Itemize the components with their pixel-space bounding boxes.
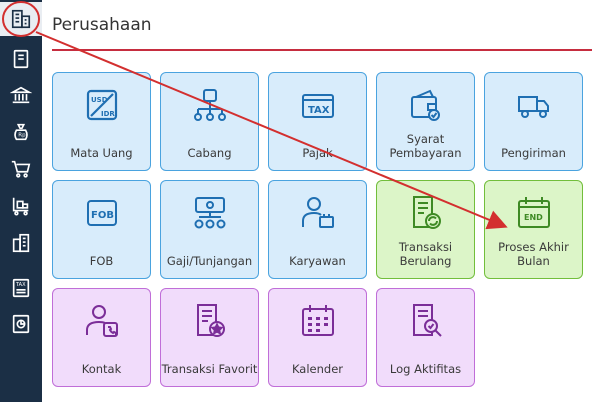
employee-icon <box>302 197 334 228</box>
svg-text:END: END <box>524 213 543 222</box>
tile-transaksi-berulang[interactable]: Transaksi Berulang <box>376 180 475 279</box>
tile-karyawan[interactable]: Karyawan <box>268 180 367 279</box>
tile-syarat-pembayaran[interactable]: Syarat Pembayaran <box>376 72 475 171</box>
truck-icon <box>518 96 549 118</box>
tile-proses-akhir-bulan[interactable]: END Proses Akhir Bulan <box>484 180 583 279</box>
sidebar-item-assets[interactable] <box>0 226 42 260</box>
salary-icon <box>194 197 226 229</box>
calendar-icon <box>302 305 334 336</box>
sidebar-item-company[interactable] <box>0 2 42 36</box>
tile-kontak[interactable]: Kontak <box>52 288 151 387</box>
fob-icon: FOB <box>87 200 117 226</box>
tile-fob[interactable]: FOB FOB <box>52 180 151 279</box>
bank-icon <box>10 86 32 104</box>
tile-transaksi-favorit[interactable]: Transaksi Favorit <box>160 288 259 387</box>
city-icon <box>12 233 30 253</box>
recurring-doc-icon <box>413 196 441 229</box>
svg-text:TAX: TAX <box>15 282 26 288</box>
tile-pengiriman[interactable]: Pengiriman <box>484 72 583 171</box>
book-icon <box>13 49 29 69</box>
svg-text:IDR: IDR <box>101 110 115 118</box>
sidebar-item-money[interactable]: Rp <box>0 115 42 149</box>
svg-text:FOB: FOB <box>91 210 114 221</box>
svg-text:USD: USD <box>91 96 108 104</box>
sidebar-item-bank[interactable] <box>0 78 42 112</box>
sidebar: Rp TAX <box>0 0 42 402</box>
shopping-cart-icon <box>11 160 31 178</box>
tile-pajak[interactable]: TAX Pajak <box>268 72 367 171</box>
trolley-icon <box>12 197 29 216</box>
tax-report-icon: TAX <box>12 278 30 298</box>
page-title: Perusahaan <box>52 15 152 35</box>
wallet-icon <box>411 89 440 121</box>
sidebar-item-tax[interactable]: TAX <box>0 271 42 305</box>
branch-icon <box>194 89 226 121</box>
contact-icon <box>86 305 118 337</box>
chart-report-icon <box>12 314 30 334</box>
building-icon <box>11 9 31 29</box>
tile-kalender[interactable]: Kalender <box>268 288 367 387</box>
money-bag-icon: Rp <box>14 123 28 141</box>
sidebar-item-book[interactable] <box>0 42 42 76</box>
tile-log-aktifitas[interactable]: Log Aktifitas <box>376 288 475 387</box>
favorite-doc-icon <box>197 304 225 337</box>
tile-gaji-tunjangan[interactable]: Gaji/Tunjangan <box>160 180 259 279</box>
tax-icon: TAX <box>302 94 334 118</box>
sidebar-item-reports[interactable] <box>0 307 42 341</box>
sidebar-item-sales[interactable] <box>0 152 42 186</box>
tile-cabang[interactable]: Cabang <box>160 72 259 171</box>
svg-text:Rp: Rp <box>18 133 26 139</box>
svg-text:TAX: TAX <box>308 105 330 116</box>
calendar-end-icon: END <box>518 197 550 228</box>
title-divider <box>52 49 592 51</box>
currency-icon: USD IDR <box>86 89 118 121</box>
sidebar-item-purchase[interactable] <box>0 189 42 223</box>
search-log-icon <box>413 304 442 337</box>
